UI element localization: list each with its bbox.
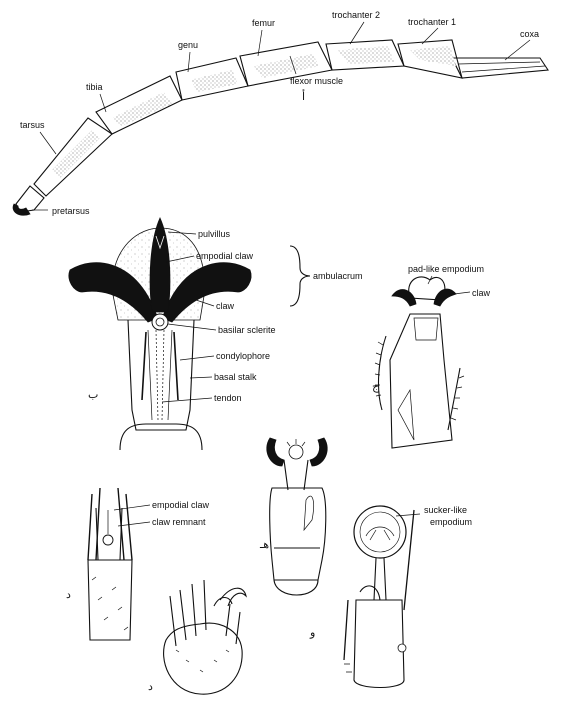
label-ambulacrum: ambulacrum (313, 271, 363, 281)
label-pad-like-empodium: pad-like empodium (408, 264, 484, 274)
label-empodium: empodium (430, 517, 472, 527)
sucker-empodium-diagram: sucker-like empodium و (309, 505, 472, 688)
label-pad-claw: claw (472, 288, 491, 298)
rounded-segment-diagram: د (148, 579, 247, 695)
panel-mark-d: د (148, 680, 153, 693)
label-trochanter-1: trochanter 1 (408, 17, 456, 27)
label-tarsus: tarsus (20, 120, 45, 130)
label-claw-main: claw (216, 301, 235, 311)
label-basal-stalk: basal stalk (214, 372, 257, 382)
panel-mark-w: و (309, 626, 315, 639)
label-flexor-muscle: flexor muscle (290, 76, 343, 86)
label-empodial-claw: empodial claw (196, 251, 254, 261)
label-lower-empodial-claw: empodial claw (152, 500, 210, 510)
label-sucker-like: sucker-like (424, 505, 467, 515)
label-coxa: coxa (520, 29, 539, 39)
label-basilar-sclerite: basilar sclerite (218, 325, 276, 335)
claw-remnant-diagram: empodial claw claw remnant د (66, 487, 210, 641)
label-genu: genu (178, 40, 198, 50)
leg-diagram: coxa trochanter 1 trochanter 2 femur fle… (12, 10, 549, 216)
panel-mark-a: أ (302, 89, 305, 103)
panel-mark-b: ب (88, 388, 98, 401)
label-condylophore: condylophore (216, 351, 270, 361)
panel-mark-c: ج (372, 380, 380, 393)
label-tendon: tendon (214, 393, 242, 403)
ambulacrum-diagram: pulvillus empodial claw ambulacrum claw … (68, 217, 363, 451)
label-femur: femur (252, 18, 275, 28)
panel-mark-h: هـ (259, 538, 269, 551)
label-tibia: tibia (86, 82, 103, 92)
panel-mark-d-left: د (66, 588, 71, 601)
label-claw-remnant: claw remnant (152, 517, 206, 527)
middle-segment-diagram: هـ (259, 437, 328, 596)
pad-empodium-diagram: pad-like empodium claw ج (372, 264, 491, 449)
label-trochanter-2: trochanter 2 (332, 10, 380, 20)
label-pulvillus: pulvillus (198, 229, 231, 239)
label-pretarsus: pretarsus (52, 206, 90, 216)
